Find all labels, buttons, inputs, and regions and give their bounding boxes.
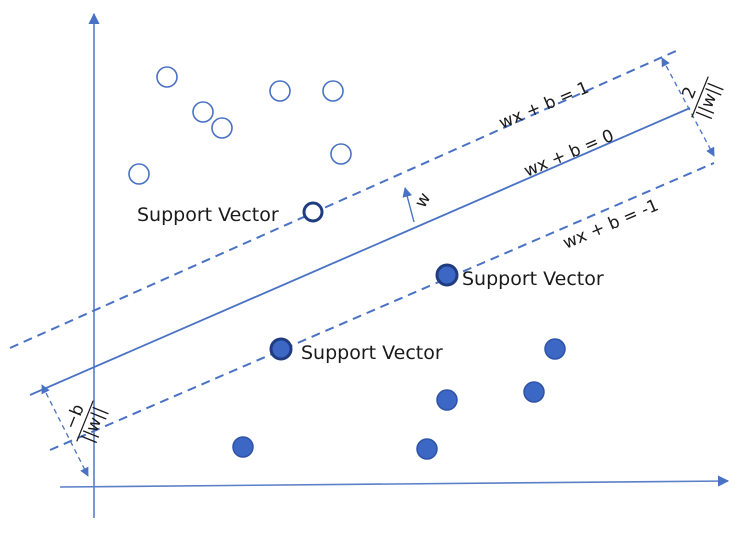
support-vector-label-upper: Support Vector — [462, 268, 604, 290]
open-point — [330, 143, 352, 165]
open-point — [128, 163, 150, 185]
filled-support-vector-point — [435, 263, 459, 287]
lower-margin-line — [49, 162, 715, 451]
margin-fraction-numerator: 2 — [679, 84, 702, 102]
offset-fraction-bar — [76, 400, 94, 442]
open-support-vector-point — [302, 201, 324, 223]
filled-point — [232, 436, 254, 458]
open-point — [269, 80, 291, 102]
lower-margin-equation: wx + b = -1 — [560, 195, 662, 253]
offset-arrow — [41, 384, 89, 477]
upper-margin-line — [9, 50, 677, 349]
open-point — [192, 101, 214, 123]
margin-fraction-bar — [691, 76, 709, 118]
normal-vector-arrow — [402, 187, 415, 223]
open-point — [211, 117, 233, 139]
hyperplane-equation: wx + b = 0 — [521, 126, 617, 182]
x-axis — [59, 475, 730, 488]
open-point — [156, 66, 178, 88]
open-point — [322, 80, 344, 102]
support-vector-label-lower: Support Vector — [301, 342, 443, 364]
support-vector-label-open: Support Vector — [137, 204, 279, 226]
filled-point — [523, 381, 545, 403]
normal-vector-label: w — [411, 189, 435, 211]
filled-point — [436, 389, 458, 411]
margin-fraction-denominator: ||w|| — [693, 80, 725, 122]
margin-width-fraction: 2 ||w|| — [679, 76, 725, 122]
upper-margin-equation: wx + b = 1 — [496, 78, 592, 134]
filled-point — [416, 438, 438, 460]
filled-support-vector-point — [269, 337, 293, 361]
margin-width-arrow — [661, 57, 715, 157]
hyperplane-line — [29, 107, 691, 396]
filled-point — [544, 338, 566, 360]
offset-fraction: −b ||w|| — [61, 400, 110, 446]
